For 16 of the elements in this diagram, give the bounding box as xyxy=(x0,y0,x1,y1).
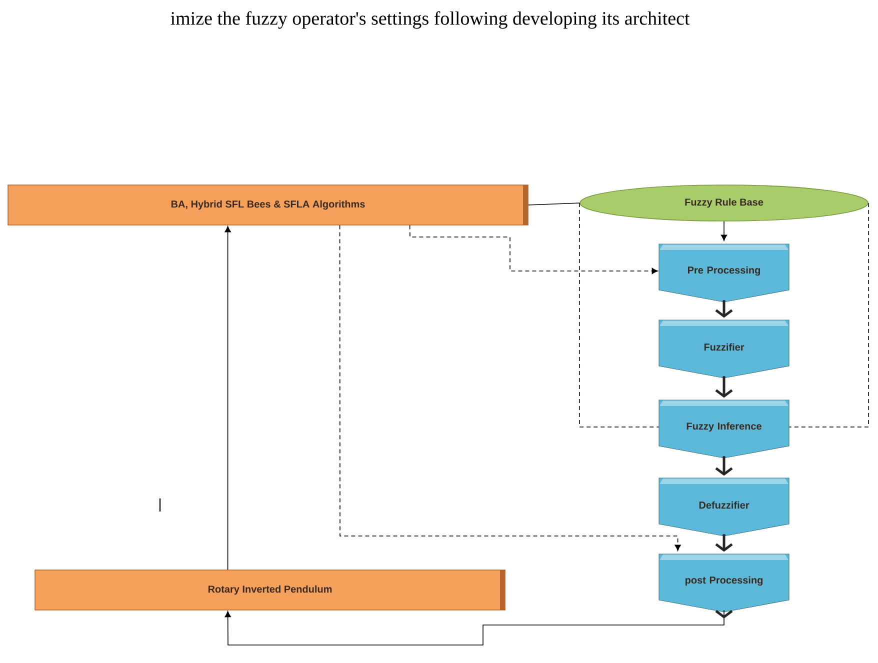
arrow xyxy=(224,226,231,570)
process-block: Fuzzifier xyxy=(658,320,790,378)
process-bar: BA, Hybrid SFL Bees & SFLA Algorithms xyxy=(8,184,528,226)
process-block: post Processing xyxy=(658,554,790,612)
dashed-arrow xyxy=(409,224,658,274)
arrow xyxy=(720,221,728,241)
process-block: Fuzzy Inference xyxy=(658,400,790,458)
process-block: Pre Processing xyxy=(658,244,790,302)
chevron-arrow xyxy=(715,456,733,476)
text-mark: | xyxy=(159,498,161,512)
process-bar: Rotary Inverted Pendulum xyxy=(34,570,506,610)
chevron-arrow xyxy=(715,376,733,398)
page-text: imize the fuzzy operator's settings following developing its architect xyxy=(170,11,690,29)
process-block: Defuzzifier xyxy=(658,478,790,536)
dashed-arrow xyxy=(339,224,681,551)
arrow xyxy=(224,610,733,646)
